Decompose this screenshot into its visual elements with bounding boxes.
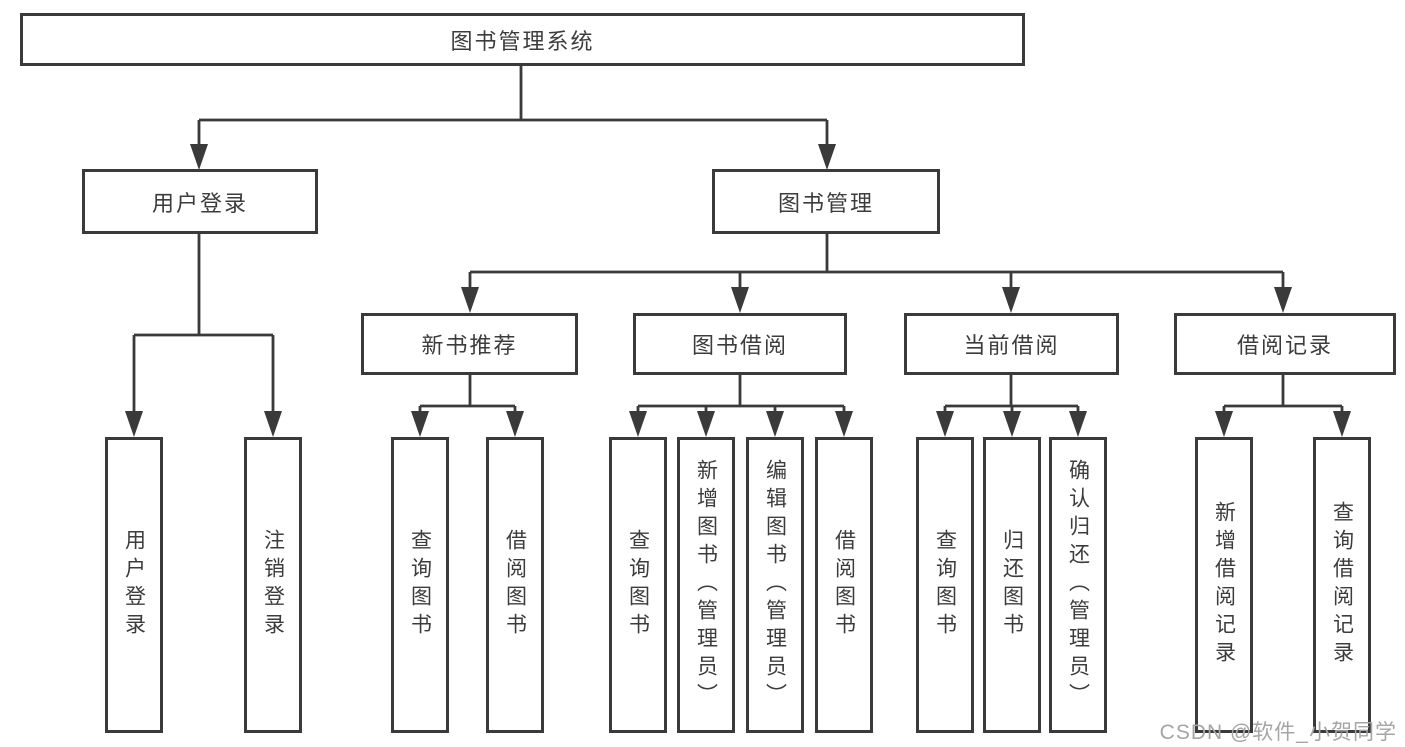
leaf-logout-label: 注销登录 — [261, 529, 285, 641]
leaf-query-books-recommend-label: 查询图书 — [408, 529, 432, 641]
leaf-query-books-borrow-label: 查询图书 — [626, 529, 650, 641]
leaf-query-books-recommend: 查询图书 — [391, 437, 449, 733]
leaf-query-borrow-record-label: 查询借阅记录 — [1330, 501, 1354, 669]
node-current-borrow-label: 当前借阅 — [963, 333, 1060, 358]
node-root-label: 图书管理系统 — [450, 28, 595, 54]
node-book-borrow: 图书借阅 — [633, 313, 847, 375]
leaf-edit-book-admin-label: 编辑图书（管理员） — [763, 459, 787, 711]
leaf-return-book-label: 归还图书 — [1000, 529, 1024, 641]
leaf-add-book-admin-label: 新增图书（管理员） — [694, 459, 718, 711]
leaf-logout: 注销登录 — [244, 437, 302, 733]
leaf-query-books-current-label: 查询图书 — [933, 529, 957, 641]
node-borrow-records-label: 借阅记录 — [1236, 333, 1333, 358]
leaf-borrow-books: 借阅图书 — [815, 437, 873, 733]
leaf-user-login-label: 用户登录 — [122, 529, 146, 641]
leaf-confirm-return-admin: 确认归还（管理员） — [1049, 437, 1107, 733]
node-new-book-recommend-label: 新书推荐 — [421, 333, 518, 358]
node-book-management: 图书管理 — [712, 169, 940, 234]
csdn-watermark: CSDN @软件_小贺同学 — [1159, 721, 1397, 744]
node-book-borrow-label: 图书借阅 — [691, 333, 788, 358]
leaf-return-book: 归还图书 — [983, 437, 1041, 733]
node-root: 图书管理系统 — [20, 13, 1025, 66]
leaf-add-book-admin: 新增图书（管理员） — [677, 437, 735, 733]
leaf-query-borrow-record: 查询借阅记录 — [1313, 437, 1371, 733]
leaf-add-borrow-record: 新增借阅记录 — [1195, 437, 1253, 733]
node-new-book-recommend: 新书推荐 — [361, 313, 578, 375]
node-borrow-records: 借阅记录 — [1174, 313, 1396, 375]
leaf-user-login: 用户登录 — [105, 437, 163, 733]
node-user-login: 用户登录 — [82, 169, 318, 234]
leaf-borrow-books-label: 借阅图书 — [832, 529, 856, 641]
node-book-management-label: 图书管理 — [777, 190, 874, 216]
leaf-edit-book-admin: 编辑图书（管理员） — [746, 437, 804, 733]
node-current-borrow: 当前借阅 — [904, 313, 1119, 375]
node-user-login-label: 用户登录 — [151, 190, 248, 216]
leaf-add-borrow-record-label: 新增借阅记录 — [1212, 501, 1236, 669]
leaf-query-books-current: 查询图书 — [916, 437, 974, 733]
leaf-borrow-books-recommend: 借阅图书 — [486, 437, 544, 733]
leaf-query-books-borrow: 查询图书 — [609, 437, 667, 733]
leaf-confirm-return-admin-label: 确认归还（管理员） — [1066, 459, 1090, 711]
leaf-borrow-books-recommend-label: 借阅图书 — [503, 529, 527, 641]
